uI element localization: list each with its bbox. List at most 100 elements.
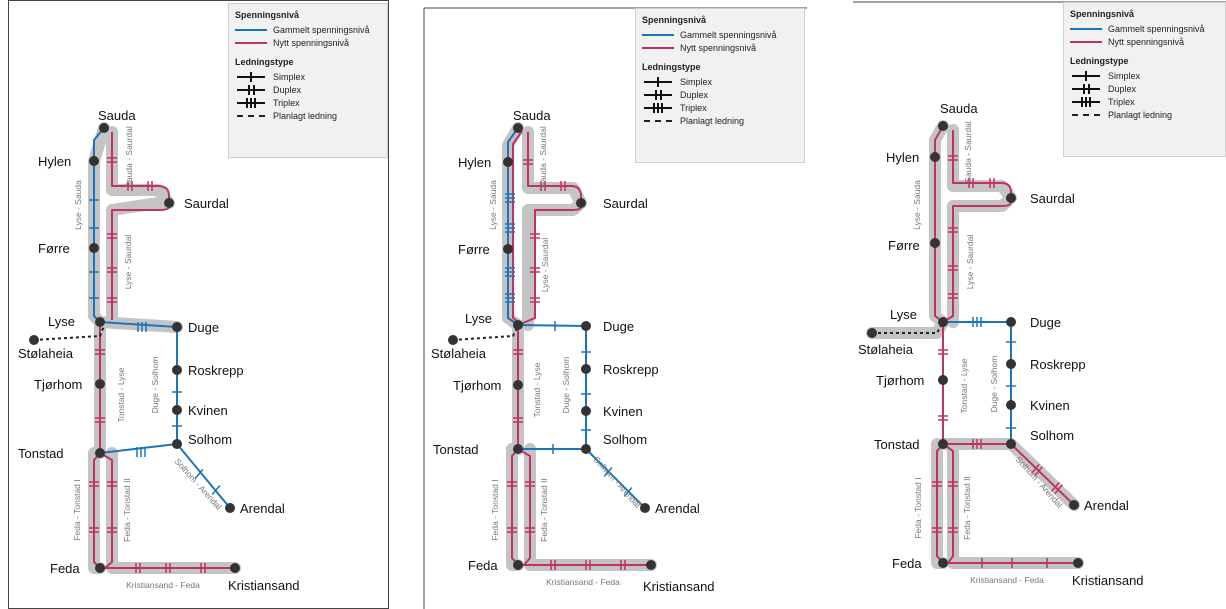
legend-line-type-title: Ledningstype	[642, 62, 701, 72]
node-lyse	[938, 317, 948, 327]
node-tonstad	[95, 448, 105, 458]
node-label-lyse: Lyse	[465, 311, 492, 326]
legend-duplex-label: Duplex	[1108, 83, 1137, 94]
legend-duplex-label: Duplex	[680, 89, 709, 100]
line-tick	[1031, 463, 1040, 474]
legend-triplex-label: Triplex	[680, 102, 707, 113]
node-label-feda: Feda	[50, 561, 80, 576]
line-lyse-saurdal	[942, 198, 1012, 323]
line-feda-tonstad-2	[517, 448, 531, 566]
legend-planned: Planlagt ledning	[642, 114, 804, 127]
legend-voltage-title: Spenningsnivå	[1070, 9, 1135, 19]
line-label-solhom_arendal: Solhom - Arendal	[592, 454, 643, 509]
node-tjorhom	[938, 375, 948, 385]
line-lyse-saurdal	[111, 203, 170, 320]
node-label-tjorhom: Tjørhom	[876, 373, 924, 388]
node-label-arendal: Arendal	[240, 501, 285, 516]
node-arendal	[225, 503, 235, 513]
legend-voltage-title: Spenningsnivå	[235, 10, 300, 20]
node-solhom	[1006, 439, 1016, 449]
legend-simplex-label: Simplex	[273, 71, 306, 82]
node-kristiansand	[646, 560, 656, 570]
line-label-sauda_saurdal: Sauda - Saurdal	[538, 126, 548, 188]
line-tick	[1051, 481, 1060, 492]
node-arendal	[640, 503, 650, 513]
line-tonstad-solhom	[99, 443, 178, 454]
line-solhom-arendal	[585, 448, 646, 509]
line-solhom-arendal	[1010, 443, 1075, 506]
node-saurdal	[1006, 193, 1016, 203]
line-stolaheia-lyse-planned	[33, 325, 105, 341]
node-duge	[581, 321, 591, 331]
line-label-duge_solhom: Duge - Solhom	[989, 356, 999, 413]
legend-line-type-title: Ledningstype	[235, 57, 294, 67]
node-feda	[513, 560, 523, 570]
triplex-swatch	[1070, 96, 1102, 107]
legend-new-voltage-label: Nytt spenningsnivå	[1108, 36, 1185, 47]
line-label-feda_tonstad_1: Feda - Tonstad I	[72, 479, 82, 540]
line-tick	[194, 469, 204, 479]
node-label-kvinen: Kvinen	[188, 403, 228, 418]
line-label-lyse_sauda: Lyse - Sauda	[488, 180, 498, 230]
line-label-tonstad_lyse: Tonstad - Lyse	[116, 367, 126, 422]
legend-simplex: Simplex	[642, 75, 804, 88]
legend-triplex: Triplex	[235, 96, 387, 109]
node-label-stolaheia: Stølaheia	[431, 346, 487, 361]
line-label-tonstad_lyse: Tonstad - Lyse	[959, 358, 969, 413]
legend-new-voltage: Nytt spenningsnivå	[235, 36, 387, 49]
line-label-kristiansand_feda: Kristiansand - Feda	[126, 580, 200, 590]
legend-planned-label: Planlagt ledning	[680, 115, 745, 126]
legend-line-type-title: Ledningstype	[1070, 56, 1129, 66]
node-hylen	[89, 156, 99, 166]
line-sauda-saurdal	[527, 132, 582, 203]
node-label-tonstad: Tonstad	[433, 442, 479, 457]
legend-2: Spenningsnivå Gammelt spenningsnivå Nytt…	[635, 8, 805, 163]
node-tonstad	[938, 439, 948, 449]
highlight-band	[106, 126, 175, 328]
node-forre	[503, 244, 513, 254]
legend-simplex-label: Simplex	[1108, 70, 1141, 81]
duplex-swatch	[642, 89, 674, 100]
node-arendal	[1069, 500, 1079, 510]
simplex-swatch	[642, 76, 674, 87]
legend-old-voltage: Gammelt spenningsnivå	[1070, 22, 1225, 35]
simplex-swatch	[235, 71, 267, 82]
node-label-hylen: Hylen	[38, 154, 71, 169]
node-label-tonstad: Tonstad	[874, 437, 920, 452]
node-hylen	[503, 157, 513, 167]
legend-simplex-label: Simplex	[680, 76, 713, 87]
node-stolaheia	[867, 328, 877, 338]
legend-new-voltage-label: Nytt spenningsnivå	[273, 37, 350, 48]
simplex-swatch	[1070, 70, 1102, 81]
line-feda-tonstad-2	[942, 443, 954, 564]
legend-triplex-label: Triplex	[1108, 96, 1135, 107]
node-tjorhom	[95, 379, 105, 389]
node-label-forre: Førre	[38, 241, 70, 256]
legend-triplex: Triplex	[642, 101, 804, 114]
new-voltage-swatch	[235, 38, 267, 48]
line-label-kristiansand_feda: Kristiansand - Feda	[546, 577, 620, 587]
network-map-3: SaudaHylenSaurdalFørreLyseDugeStølaheiaR…	[853, 1, 1226, 588]
node-tonstad	[513, 444, 523, 454]
legend-simplex: Simplex	[1070, 69, 1225, 82]
legend-duplex: Duplex	[235, 83, 387, 96]
node-sauda	[938, 121, 948, 131]
node-label-solhom: Solhom	[1030, 428, 1074, 443]
line-label-lyse_sauda: Lyse - Sauda	[912, 180, 922, 230]
node-label-roskrepp: Roskrepp	[1030, 357, 1086, 372]
line-label-duge_solhom: Duge - Solhom	[150, 357, 160, 414]
legend-duplex: Duplex	[642, 88, 804, 101]
node-stolaheia	[448, 335, 458, 345]
line-tick	[603, 467, 613, 477]
node-label-arendal: Arendal	[1084, 498, 1129, 513]
legend-planned-label: Planlagt ledning	[273, 110, 338, 121]
node-label-kristiansand: Kristiansand	[1072, 573, 1144, 588]
node-feda	[938, 558, 948, 568]
line-label-lyse_saurdal: Lyse - Saurdal	[965, 235, 975, 290]
legend-triplex-label: Triplex	[273, 97, 300, 108]
old-voltage-swatch	[642, 30, 674, 40]
node-label-duge: Duge	[1030, 315, 1061, 330]
node-label-stolaheia: Stølaheia	[858, 342, 914, 357]
node-label-forre: Førre	[888, 238, 920, 253]
line-label-lyse_sauda: Lyse - Sauda	[73, 180, 83, 230]
